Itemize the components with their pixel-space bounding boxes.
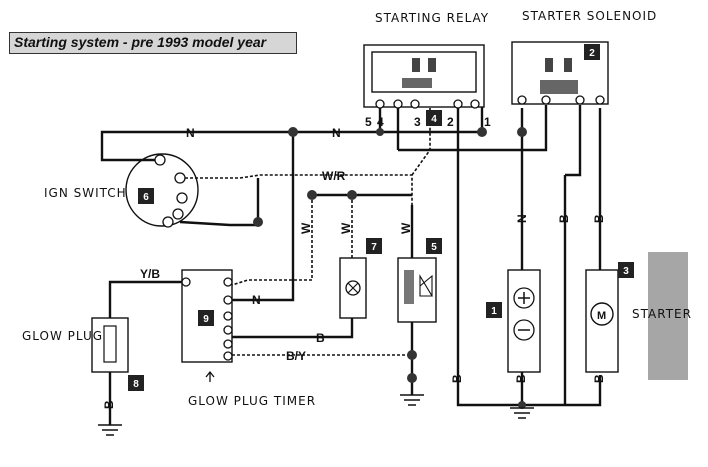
component-tag-2: 2: [584, 44, 600, 60]
svg-text:W: W: [339, 222, 353, 234]
component-tag-9: 9: [198, 310, 214, 326]
starter-motor: M: [585, 269, 619, 373]
ignition-switch: [125, 153, 199, 228]
svg-text:W: W: [399, 222, 413, 234]
starter-label-shading: [648, 252, 688, 380]
component-tag-3: 3: [618, 262, 634, 278]
fuse-box-5: [397, 257, 437, 323]
glow-plug: [91, 317, 129, 373]
svg-text:B/Y: B/Y: [286, 349, 306, 363]
svg-text:6: 6: [143, 192, 149, 203]
svg-text:B: B: [592, 214, 606, 223]
wire-codes: N N W/R W W W Y/B N B B/Y N B B B B B B: [102, 126, 606, 409]
svg-text:M: M: [597, 310, 606, 322]
ground-timer-circuit: [400, 394, 424, 406]
component-tag-7: 7: [366, 238, 382, 254]
svg-text:1: 1: [491, 306, 497, 317]
ground-symbols: [98, 394, 534, 436]
svg-text:N: N: [252, 293, 261, 307]
starter-solenoid-label: STARTER SOLENOID: [522, 9, 657, 23]
svg-text:B: B: [592, 374, 606, 383]
component-tag-4: 4: [426, 110, 442, 126]
svg-text:5: 5: [365, 115, 372, 129]
svg-text:B: B: [102, 400, 116, 409]
svg-text:B: B: [316, 331, 325, 345]
ground-battery: [510, 407, 534, 419]
svg-text:4: 4: [377, 115, 384, 129]
wiring: [100, 105, 602, 425]
timer-arrow: [205, 370, 215, 382]
title-box: [9, 32, 297, 54]
svg-text:4: 4: [431, 114, 437, 125]
svg-text:8: 8: [133, 379, 139, 390]
starter-label: STARTER: [632, 307, 692, 321]
glow-plug-timer-label: GLOW PLUG TIMER: [188, 394, 316, 408]
svg-text:7: 7: [371, 242, 377, 253]
diagram-title: Starting system - pre 1993 model year: [14, 34, 267, 50]
component-tag-8: 8: [128, 375, 144, 391]
svg-text:9: 9: [203, 314, 209, 325]
junctions: [253, 127, 527, 409]
svg-text:W/R: W/R: [322, 169, 346, 183]
component-tag-1: 1: [486, 302, 502, 318]
battery: [507, 269, 541, 373]
warning-lamp: [339, 257, 367, 319]
svg-text:2: 2: [589, 48, 595, 59]
svg-text:W: W: [299, 222, 313, 234]
svg-text:5: 5: [431, 242, 437, 253]
svg-text:2: 2: [447, 115, 454, 129]
starting-relay-label: STARTING RELAY: [375, 11, 489, 25]
svg-text:B: B: [514, 374, 528, 383]
svg-text:1: 1: [484, 115, 491, 129]
starting-relay: [363, 44, 485, 109]
svg-text:3: 3: [623, 266, 629, 277]
svg-text:N: N: [515, 214, 529, 223]
ground-glow-plug: [98, 424, 122, 436]
glow-plug-label: GLOW PLUG: [22, 329, 103, 343]
svg-text:3: 3: [414, 115, 421, 129]
ign-switch-label: IGN SWITCH: [44, 186, 127, 200]
svg-text:Y/B: Y/B: [140, 267, 160, 281]
relay-pin-numbers: 5 4 3 2 1: [365, 115, 491, 129]
svg-text:B: B: [450, 374, 464, 383]
component-tag-6: 6: [138, 188, 154, 204]
svg-text:N: N: [332, 126, 341, 140]
svg-text:N: N: [186, 126, 195, 140]
component-tag-5: 5: [426, 238, 442, 254]
svg-text:B: B: [557, 214, 571, 223]
